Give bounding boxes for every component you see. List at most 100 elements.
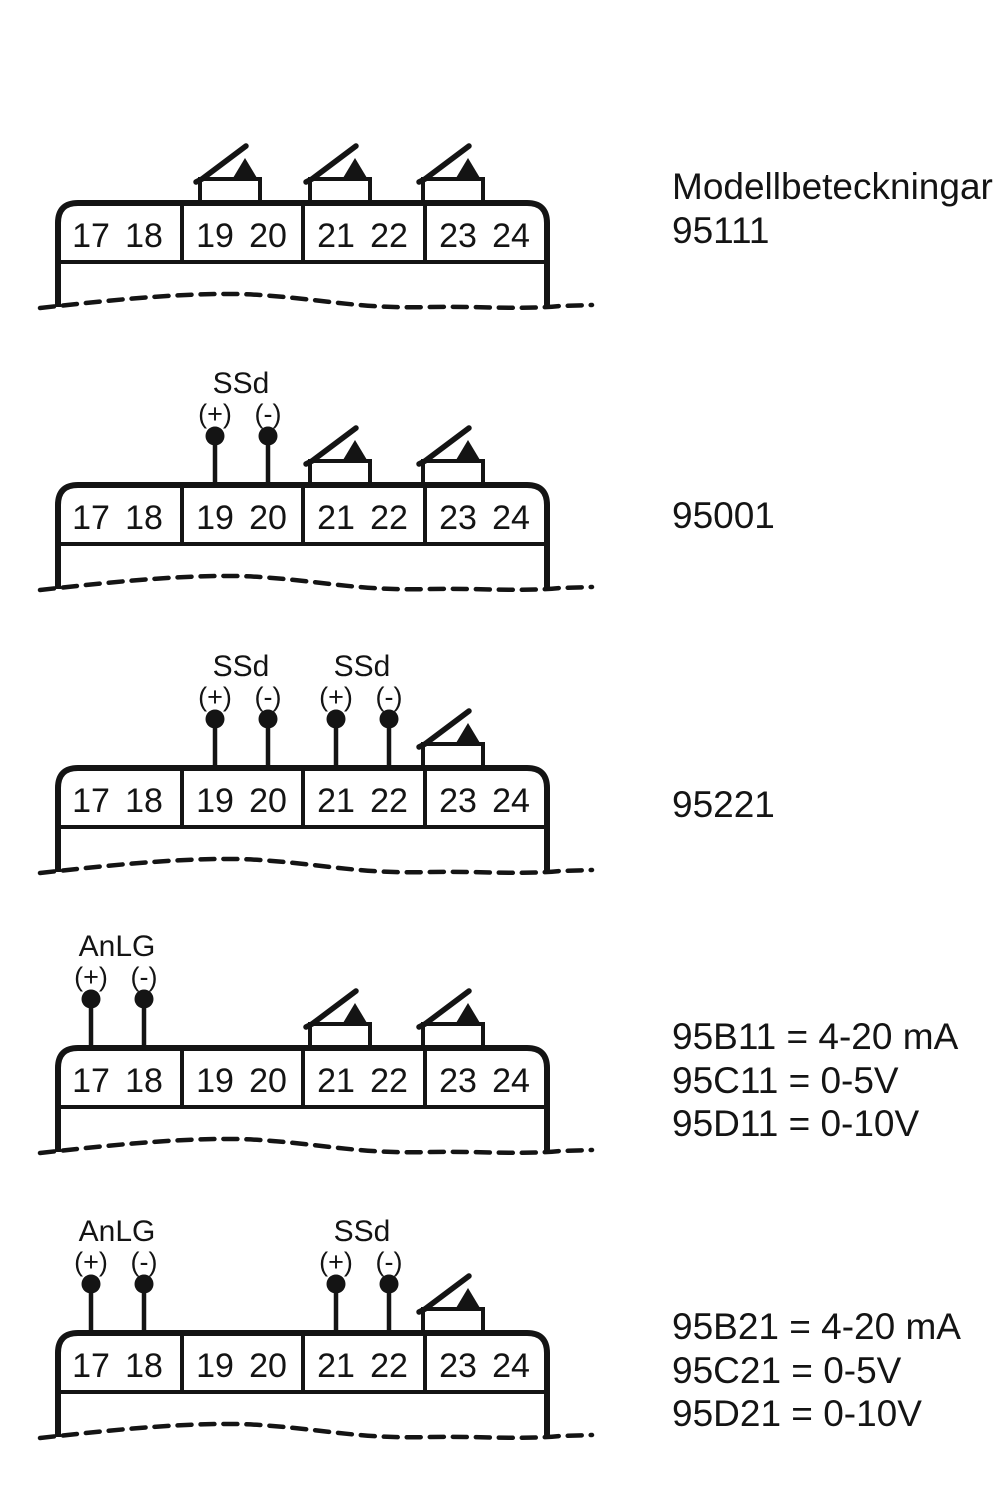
terminal-label: 21 (317, 782, 355, 820)
terminal-label: 20 (249, 782, 287, 820)
polarity-minus-label: (-) (255, 682, 282, 712)
terminal-block-dividers (58, 1333, 547, 1394)
torn-edge-dashed-line (37, 1421, 595, 1441)
terminal-label: 20 (249, 1347, 287, 1385)
model-designations-column: Modellbeteckningar 95111 95001 95221 95B… (672, 166, 993, 1434)
terminal-label: 18 (125, 499, 163, 537)
terminal-label: 20 (249, 217, 287, 255)
terminal-label: 21 (317, 1062, 355, 1100)
terminal-label: 18 (125, 217, 163, 255)
terminal-label: 24 (492, 1062, 530, 1100)
terminal-label: 24 (492, 1347, 530, 1385)
relay-arrow-icon (456, 1003, 480, 1023)
relay-lever (416, 988, 472, 1030)
relay-arrow-icon (456, 1288, 480, 1308)
relay-box (198, 177, 262, 203)
relay-lever (416, 1273, 472, 1315)
relay-arrow-icon (456, 158, 480, 178)
relay-contact-symbol (303, 988, 372, 1048)
model-number: 95001 (672, 495, 775, 536)
input-terminal-dot (379, 1274, 399, 1294)
input-terminal-pair: (+) (-) SSd (319, 1215, 402, 1331)
relay-box (421, 1307, 485, 1333)
input-type-label: SSd (213, 367, 270, 400)
relay-lever (303, 425, 359, 467)
polarity-plus-label: (+) (198, 682, 232, 712)
input-terminal-dot (134, 1274, 154, 1294)
input-stems (212, 445, 271, 483)
terminal-label: 19 (196, 782, 234, 820)
terminal-label: 23 (439, 217, 477, 255)
input-type-label: SSd (334, 1215, 391, 1248)
model-number: 95B11 = 4-20 mA (672, 1016, 959, 1057)
relay-box (308, 177, 372, 203)
terminal-label: 24 (492, 782, 530, 820)
input-stems (333, 1293, 392, 1331)
terminal-block-dividers (58, 1048, 547, 1109)
relay-contact-symbol (416, 143, 485, 203)
terminal-label: 22 (370, 217, 408, 255)
terminal-label: 18 (125, 1347, 163, 1385)
terminal-block-dividers (58, 485, 547, 546)
input-terminal-dot (81, 1274, 101, 1294)
torn-edge-dashed-line (37, 573, 595, 593)
relay-contact-symbol (193, 143, 262, 203)
input-stems (88, 1008, 147, 1046)
input-terminal-dot (258, 426, 278, 446)
column-title: Modellbeteckningar (672, 166, 993, 207)
terminal-label: 24 (492, 217, 530, 255)
terminal-numbers: 17 18 19 20 21 22 23 24 (72, 782, 530, 820)
terminal-block-dividers (58, 203, 547, 264)
input-terminal-pair: (+) (-) SSd (198, 650, 281, 766)
relay-lever (416, 143, 472, 185)
relay-contact-symbol (416, 425, 485, 485)
input-stems (333, 728, 392, 766)
terminal-label: 23 (439, 499, 477, 537)
terminal-numbers: 17 18 19 20 21 22 23 24 (72, 217, 530, 255)
terminal-label: 17 (72, 1062, 110, 1100)
relay-box (421, 177, 485, 203)
relay-box (421, 459, 485, 485)
model-number: 95D21 = 0-10V (672, 1393, 922, 1434)
input-terminal-dot (205, 426, 225, 446)
terminal-numbers: 17 18 19 20 21 22 23 24 (72, 499, 530, 537)
terminal-block-dividers (58, 768, 547, 829)
relay-arrow-icon (456, 723, 480, 743)
terminal-label: 18 (125, 782, 163, 820)
relay-lever (303, 143, 359, 185)
input-terminal-pair: (+) (-) AnLG (74, 930, 157, 1046)
terminal-label: 17 (72, 499, 110, 537)
polarity-plus-label: (+) (319, 1247, 353, 1277)
input-terminal-dot (326, 709, 346, 729)
terminal-label: 17 (72, 1347, 110, 1385)
terminal-label: 22 (370, 1347, 408, 1385)
input-terminal-dot (205, 709, 225, 729)
diagram-95x11: 17 18 19 20 21 22 23 24 (+) (-) AnLG (37, 930, 595, 1156)
input-type-label: AnLG (79, 1215, 156, 1248)
relay-arrow-icon (343, 440, 367, 460)
relay-contact-symbol (416, 708, 485, 768)
input-type-label: AnLG (79, 930, 156, 963)
terminal-label: 23 (439, 1347, 477, 1385)
input-type-label: SSd (213, 650, 270, 683)
polarity-minus-label: (-) (131, 962, 158, 992)
relay-contact-symbol (303, 425, 372, 485)
input-terminal-dot (81, 989, 101, 1009)
relay-contact-symbol (303, 143, 372, 203)
terminal-label: 19 (196, 217, 234, 255)
relay-lever (303, 988, 359, 1030)
terminal-numbers: 17 18 19 20 21 22 23 24 (72, 1347, 530, 1385)
input-terminal-dot (379, 709, 399, 729)
model-number: 95B21 = 4-20 mA (672, 1306, 961, 1347)
relay-arrow-icon (343, 1003, 367, 1023)
terminal-label: 22 (370, 1062, 408, 1100)
relay-lever (416, 425, 472, 467)
model-number: 95111 (672, 210, 769, 251)
diagram-95x21: 17 18 19 20 21 22 23 24 (+) (-) AnLG (+)… (37, 1215, 595, 1441)
polarity-plus-label: (+) (319, 682, 353, 712)
polarity-plus-label: (+) (74, 962, 108, 992)
terminal-label: 19 (196, 499, 234, 537)
terminal-label: 17 (72, 217, 110, 255)
model-number: 95C21 = 0-5V (672, 1350, 902, 1391)
